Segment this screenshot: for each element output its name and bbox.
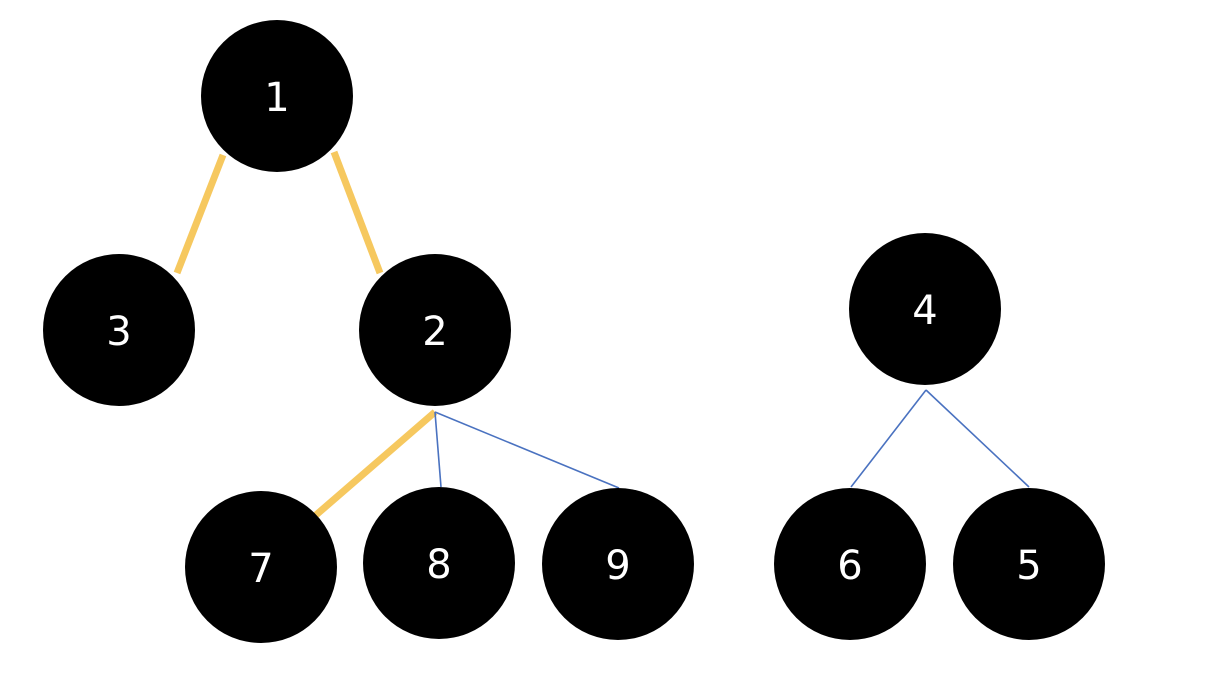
- node-label-7: 7: [248, 546, 273, 592]
- edge-1-2-highlighted: [330, 150, 384, 275]
- node-4: 4: [849, 233, 1001, 385]
- node-9: 9: [542, 488, 694, 640]
- node-label-8: 8: [426, 542, 451, 588]
- node-6: 6: [774, 488, 926, 640]
- node-label-2: 2: [422, 309, 447, 355]
- node-label-4: 4: [912, 288, 937, 334]
- node-label-1: 1: [264, 75, 289, 121]
- node-label-5: 5: [1016, 543, 1041, 589]
- edge-2-7-highlighted: [313, 409, 438, 518]
- node-circle-9: [542, 488, 694, 640]
- node-7: 7: [185, 491, 337, 643]
- node-circle-3: [43, 254, 195, 406]
- node-label-6: 6: [837, 543, 862, 589]
- node-8: 8: [363, 487, 515, 639]
- node-circle-2: [359, 254, 511, 406]
- edge-4-6: [850, 389, 927, 488]
- node-circle-8: [363, 487, 515, 639]
- node-circle-6: [774, 488, 926, 640]
- edge-2-9: [434, 411, 620, 489]
- node-1: 1: [201, 20, 353, 172]
- edge-4-5: [925, 389, 1030, 488]
- node-circle-4: [849, 233, 1001, 385]
- edge-2-8: [434, 411, 442, 488]
- node-circle-7: [185, 491, 337, 643]
- node-3: 3: [43, 254, 195, 406]
- node-5: 5: [953, 488, 1105, 640]
- node-label-3: 3: [106, 309, 131, 355]
- edge-1-3-highlighted: [173, 153, 227, 275]
- node-label-9: 9: [605, 543, 630, 589]
- nodes-layer: 1 3 2 7 8 9 4 6 5: [43, 20, 1105, 643]
- node-circle-1: [201, 20, 353, 172]
- node-2: 2: [359, 254, 511, 406]
- node-circle-5: [953, 488, 1105, 640]
- edges-layer: [173, 150, 1030, 518]
